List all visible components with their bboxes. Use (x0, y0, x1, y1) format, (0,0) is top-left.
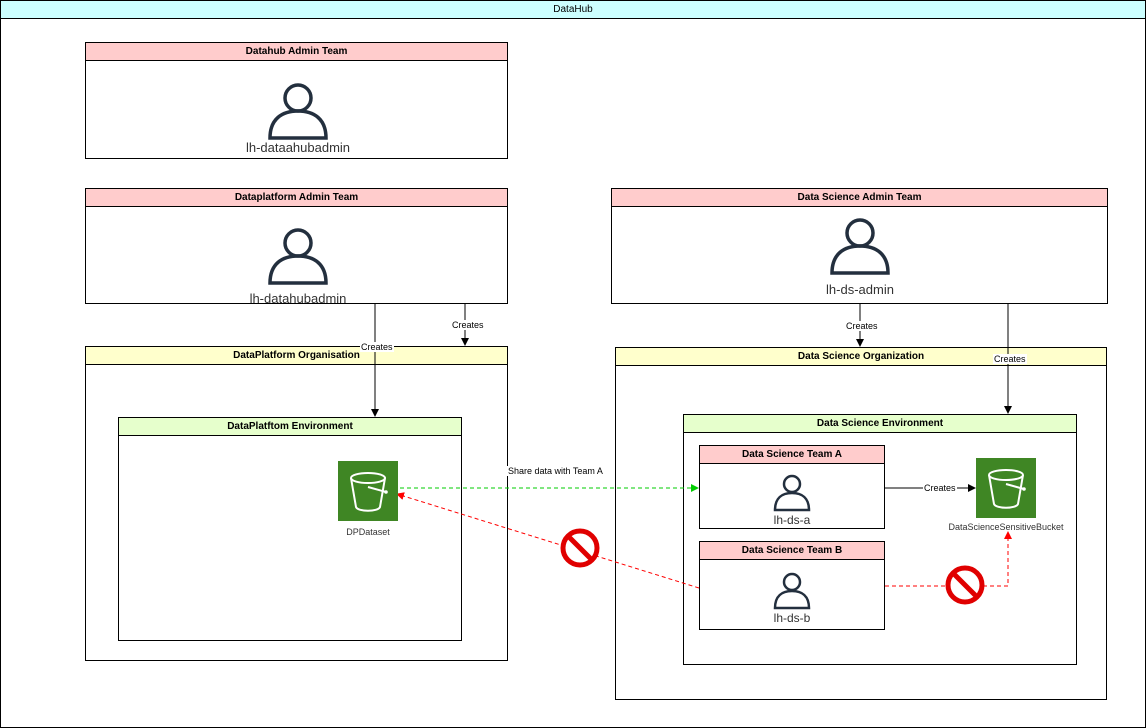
ds-team-b[interactable]: Data Science Team B (699, 541, 885, 630)
edge-label-share: Share data with Team A (507, 466, 604, 476)
edge-denied-team-b-to-dp[interactable] (396, 492, 700, 589)
user-label-team-a: lh-ds-a (773, 513, 811, 527)
ds-team-a[interactable]: Data Science Team A (699, 445, 885, 529)
ds-team-b-title: Data Science Team B (700, 542, 884, 560)
dataplatform-admin-team-title: Dataplatform Admin Team (86, 189, 507, 207)
edge-label-creates: Creates (845, 321, 879, 331)
edge-label-creates: Creates (360, 342, 394, 352)
user-label-ds-admin: lh-ds-admin (826, 282, 894, 297)
user-icon (830, 218, 890, 275)
ds-team-a-title: Data Science Team A (700, 446, 884, 464)
user-label-dataplatform-admin: lh-datahubadmin (249, 291, 347, 306)
ds-organization-title: Data Science Organization (616, 348, 1106, 366)
ds-admin-team-title: Data Science Admin Team (612, 189, 1107, 207)
datahub-frame-title: DataHub (1, 1, 1145, 19)
user-icon (268, 83, 328, 140)
ds-bucket-label: DataScienceSensitiveBucket (948, 522, 1064, 532)
dp-bucket-label: DPDataset (346, 527, 390, 537)
user-label-datahub-admin: lh-dataahubadmin (245, 140, 351, 155)
prohibited-icon (560, 528, 600, 568)
datahub-admin-team-title: Datahub Admin Team (86, 43, 507, 61)
prohibited-icon (945, 565, 985, 605)
dataplatform-organisation-title: DataPlatform Organisation (86, 347, 507, 365)
edge-label-creates: Creates (923, 483, 957, 493)
dataplatform-environment[interactable]: DataPlatftom Environment (118, 417, 462, 641)
user-label-team-b: lh-ds-b (773, 611, 811, 625)
dataplatform-admin-team[interactable]: Dataplatform Admin Team (85, 188, 508, 304)
user-icon (268, 228, 328, 285)
dataplatform-environment-title: DataPlatftom Environment (119, 418, 461, 436)
edge-label-creates: Creates (993, 354, 1027, 364)
s3-bucket-icon[interactable] (976, 458, 1036, 518)
edge-denied-team-b-to-ds-bucket[interactable] (885, 531, 1012, 587)
user-icon (773, 474, 811, 512)
edge-label-creates: Creates (451, 320, 485, 330)
ds-environment-title: Data Science Environment (684, 415, 1076, 433)
user-icon (773, 572, 811, 610)
s3-bucket-icon[interactable] (338, 461, 398, 521)
